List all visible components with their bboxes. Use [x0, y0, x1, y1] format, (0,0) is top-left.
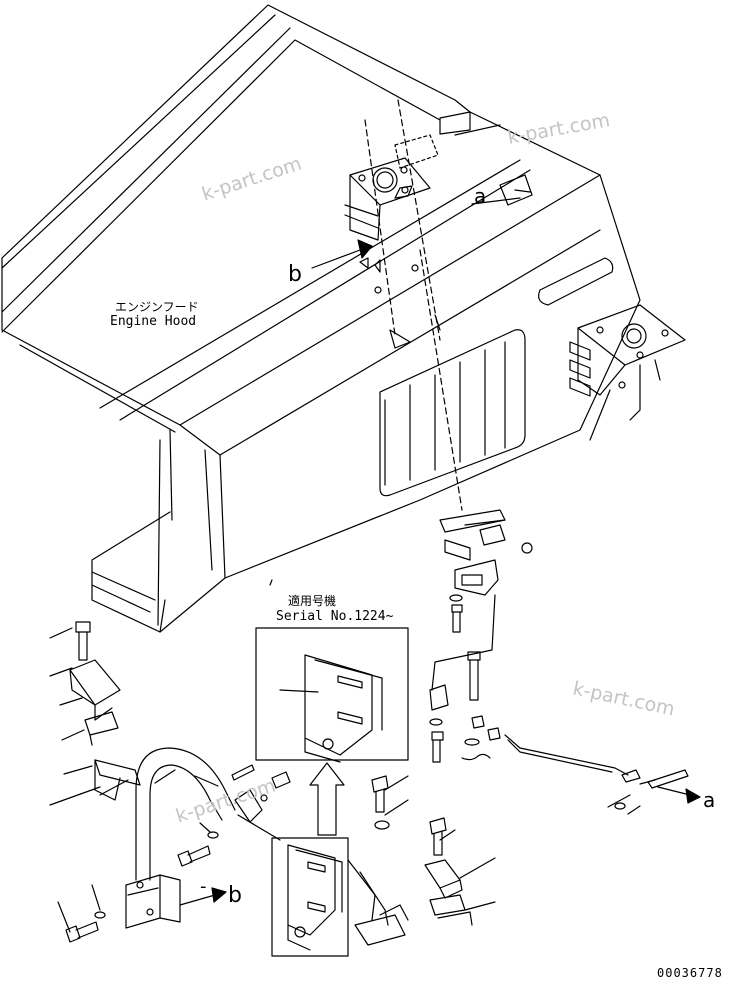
hinge-assembly [429, 509, 689, 810]
top-bracket [344, 99, 533, 349]
stay-pipe [94, 747, 409, 946]
arrow-label-b-top: b [288, 262, 302, 287]
arrow-label-a-top: a [474, 184, 487, 208]
serial-label-jp: 適用号機 [288, 594, 337, 608]
current-inset [271, 837, 349, 957]
engine-hood-label-jp: エンジンフード [115, 300, 199, 314]
drawing-number: 00036778 [657, 966, 723, 980]
left-parts [65, 621, 473, 943]
serial-label-en: Serial No.1224~ [276, 609, 394, 624]
engine-hood-label-en: Engine Hood [110, 314, 197, 329]
engine-hood [1, 4, 641, 633]
direction-arrows [179, 197, 701, 906]
dashed-guide [419, 249, 463, 511]
leader-lines [49, 627, 641, 933]
arrow-label-a-right: a [703, 788, 716, 812]
arrow-label-dash: - [200, 876, 207, 897]
arrow-label-b-bottom: b [228, 883, 242, 908]
serial-inset [255, 627, 409, 763]
change-arrow [309, 762, 345, 836]
right-bracket [569, 304, 686, 441]
